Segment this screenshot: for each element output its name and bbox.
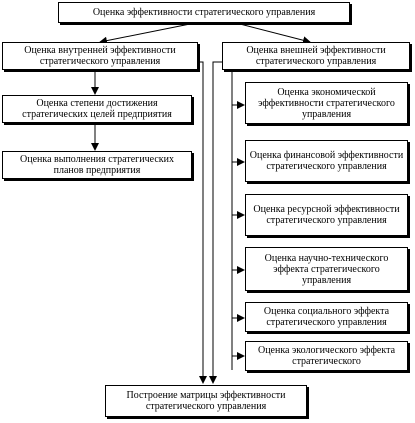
economic-efficiency-box: Оценка экономической эффективности страт… bbox=[245, 82, 408, 124]
arrow-internal-matrix bbox=[198, 61, 207, 384]
external-efficiency-box: Оценка внешней эффективности стратегичес… bbox=[222, 42, 410, 70]
plans-execution-box: Оценка выполнения стратегических планов … bbox=[2, 151, 192, 179]
matrix-box: Построение матрицы эффективности стратег… bbox=[105, 385, 307, 417]
resource-efficiency-box: Оценка ресурсной эффективности стратегич… bbox=[245, 194, 408, 236]
top-box: Оценка эффективности стратегического упр… bbox=[58, 2, 350, 23]
goals-achievement-box: Оценка степени достижения стратегических… bbox=[2, 95, 192, 123]
financial-efficiency-box: Оценка финансовой эффективности стратеги… bbox=[245, 140, 408, 182]
social-effect-box: Оценка социального эффекта стратегическо… bbox=[245, 302, 408, 332]
arrow-external-matrix bbox=[209, 61, 222, 384]
arrow-top-external bbox=[239, 23, 311, 45]
ecological-effect-box: Оценка экологического эффекта стратегиче… bbox=[245, 341, 408, 371]
arrow-top-internal bbox=[99, 23, 191, 45]
scitech-effect-box: Оценка научно-технического эффекта страт… bbox=[245, 247, 408, 291]
internal-efficiency-box: Оценка внутренней эффективности стратеги… bbox=[2, 42, 198, 70]
